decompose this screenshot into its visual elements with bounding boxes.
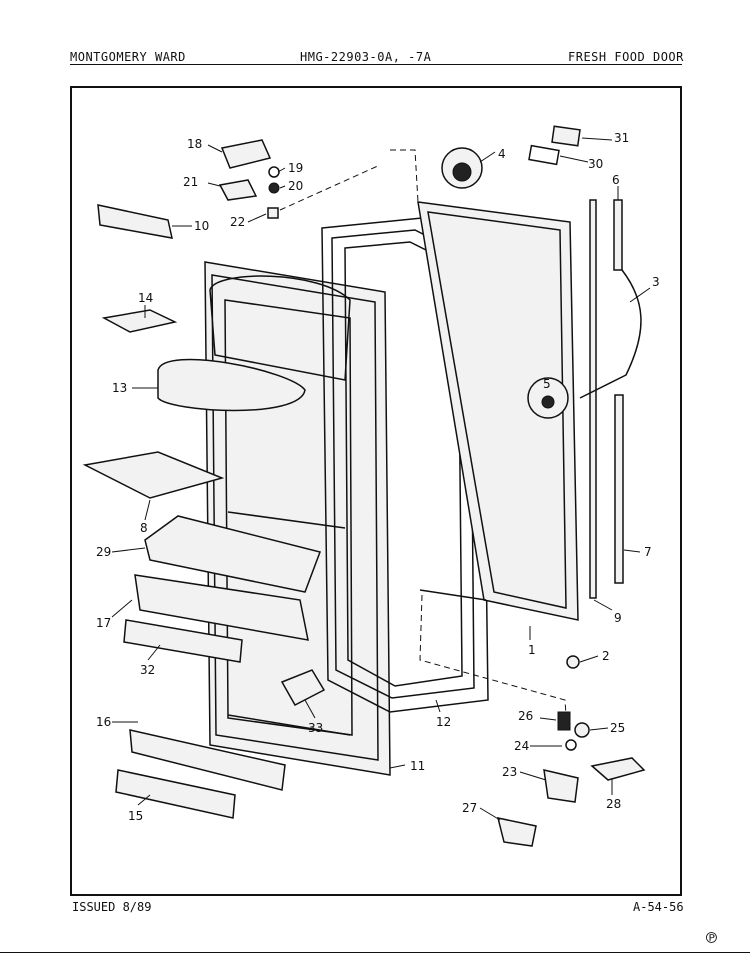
- callout-24: 24: [514, 739, 529, 753]
- callout-17: 17: [96, 616, 111, 630]
- callout-1: 1: [528, 643, 536, 657]
- callout-29: 29: [96, 545, 111, 559]
- callout-6: 6: [612, 173, 620, 187]
- header-rule: [70, 64, 682, 65]
- callout-14: 14: [138, 291, 153, 305]
- callout-10: 10: [194, 219, 209, 233]
- callout-11: 11: [410, 759, 425, 773]
- callout-20: 20: [288, 179, 303, 193]
- bottom-rule: [0, 952, 750, 953]
- callout-22: 22: [230, 215, 245, 229]
- model-number: HMG-22903-0A, -7A: [300, 50, 432, 64]
- section-title: FRESH FOOD DOOR: [568, 50, 684, 64]
- outer-door-panel: [417, 201, 579, 621]
- callout-8: 8: [140, 521, 148, 535]
- corner-mark: ℗: [706, 928, 717, 949]
- callout-18: 18: [187, 137, 202, 151]
- callout-25: 25: [610, 721, 625, 735]
- callout-9: 9: [614, 611, 622, 625]
- callout-5: 5: [543, 377, 551, 391]
- callout-7: 7: [644, 545, 652, 559]
- callout-13: 13: [112, 381, 127, 395]
- callout-31: 31: [614, 131, 629, 145]
- brand-title: MONTGOMERY WARD: [70, 50, 186, 64]
- callout-27: 27: [462, 801, 477, 815]
- diagram-frame: [70, 86, 682, 896]
- callout-30: 30: [588, 157, 603, 171]
- callout-16: 16: [96, 715, 111, 729]
- callout-33: 33: [308, 721, 323, 735]
- callout-28: 28: [606, 797, 621, 811]
- callout-3: 3: [652, 275, 660, 289]
- callout-23: 23: [502, 765, 517, 779]
- callout-21: 21: [183, 175, 198, 189]
- issued-date: ISSUED 8/89: [72, 900, 152, 914]
- callout-2: 2: [602, 649, 610, 663]
- callout-12: 12: [436, 715, 451, 729]
- page-code: A-54-56: [633, 900, 684, 914]
- door-cam: [441, 147, 483, 189]
- callout-4: 4: [498, 147, 506, 161]
- callout-26: 26: [518, 709, 533, 723]
- callout-15: 15: [128, 809, 143, 823]
- callout-32: 32: [140, 663, 155, 677]
- callout-19: 19: [288, 161, 303, 175]
